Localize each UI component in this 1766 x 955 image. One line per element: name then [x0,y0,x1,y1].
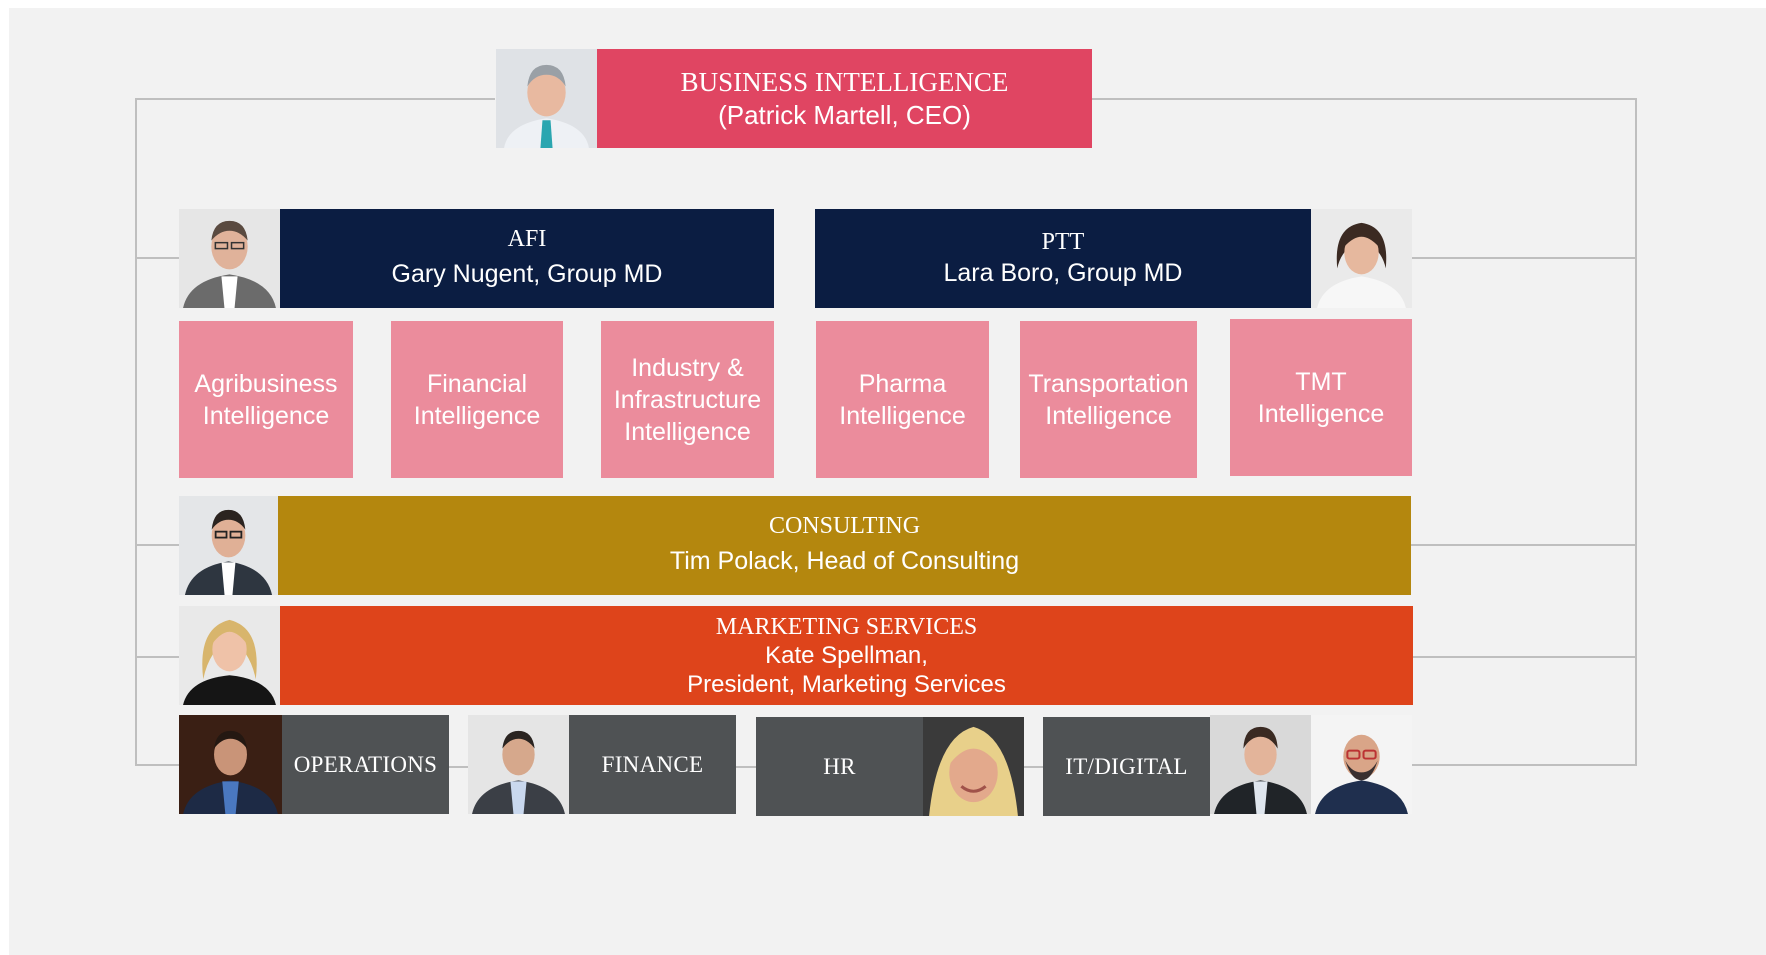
marketing-name: Kate Spellman, [765,641,928,669]
practice-label: Industry & Infrastructure Intelligence [613,353,762,446]
connector-afi [135,257,179,259]
connector-left-vertical [135,98,137,766]
support-label: IT/DIGITAL [1065,753,1188,779]
connector-ptt [1412,257,1636,259]
consulting-box: CONSULTING Tim Polack, Head of Consultin… [278,496,1411,595]
consulting-subtitle: Tim Polack, Head of Consulting [669,546,1020,575]
ceo-subtitle: (Patrick Martell, CEO) [718,99,971,130]
practice-industry-infrastructure: Industry & Infrastructure Intelligence [601,321,774,478]
consulting-title: CONSULTING [768,512,921,539]
finance-portrait [468,715,569,814]
practice-label: TMT Intelligence [1257,367,1385,428]
hr-box: HR [756,717,923,816]
consulting-portrait [179,496,278,595]
marketing-box: MARKETING SERVICES Kate Spellman, Presid… [280,606,1413,705]
connector-support-3 [1024,766,1044,768]
operations-box: OPERATIONS [282,715,449,814]
support-label: HR [823,753,856,779]
connector-support-left [135,764,179,766]
connector-top-left [135,98,495,100]
org-chart: BUSINESS INTELLIGENCE (Patrick Martell, … [9,8,1766,955]
it-digital-box: IT/DIGITAL [1043,717,1210,816]
connector-consulting-right [1411,544,1636,546]
practice-transportation: Transportation Intelligence [1020,321,1197,478]
ceo-portrait [496,49,597,148]
connector-top-right [1091,98,1636,100]
afi-subtitle: Gary Nugent, Group MD [391,259,663,288]
afi-portrait [179,209,280,308]
hr-portrait [923,717,1024,816]
practice-label: Financial Intelligence [413,369,541,430]
ceo-title: BUSINESS INTELLIGENCE [680,66,1009,97]
marketing-portrait [179,606,280,705]
finance-box: FINANCE [569,715,736,814]
practice-tmt: TMT Intelligence [1230,319,1412,476]
practice-label: Pharma Intelligence [839,369,966,430]
support-label: FINANCE [601,751,704,777]
connector-marketing-left [135,656,179,658]
support-label: OPERATIONS [293,751,438,777]
operations-portrait [179,715,282,814]
afi-title: AFI [507,225,547,252]
practice-pharma: Pharma Intelligence [816,321,989,478]
practice-label: Agribusiness Intelligence [194,369,338,430]
connector-support-1 [449,766,469,768]
connector-right-vertical [1635,98,1637,766]
ptt-subtitle: Lara Boro, Group MD [943,259,1183,287]
ptt-box: PTT Lara Boro, Group MD [815,209,1311,308]
marketing-title: MARKETING SERVICES [715,613,978,640]
ceo-box: BUSINESS INTELLIGENCE (Patrick Martell, … [597,49,1092,148]
practice-financial: Financial Intelligence [391,321,563,478]
it-digital-portrait-1 [1210,715,1311,814]
it-digital-portrait-2 [1311,715,1412,814]
ptt-title: PTT [1041,229,1085,255]
connector-support-2 [736,766,756,768]
practice-label: Transportation Intelligence [1028,369,1189,430]
connector-support-right [1411,764,1636,766]
practice-agribusiness: Agribusiness Intelligence [179,321,353,478]
connector-marketing-right [1413,656,1636,658]
afi-box: AFI Gary Nugent, Group MD [280,209,774,308]
ptt-portrait [1311,209,1412,308]
marketing-role: President, Marketing Services [687,670,1006,698]
connector-consulting-left [135,544,179,546]
